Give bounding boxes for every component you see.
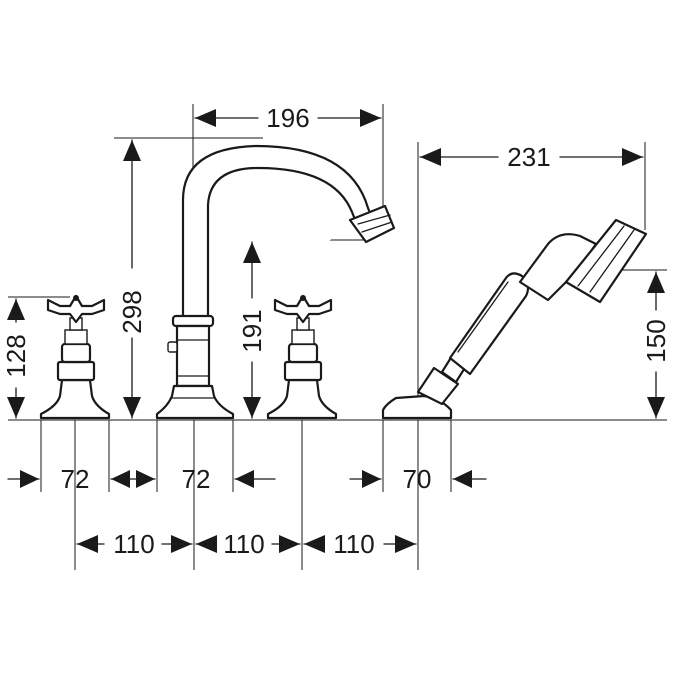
dim-spout-base-width: 72 [132,464,276,494]
dim-handshower-height: 150 [641,271,671,419]
dim-label-110-2: 110 [223,529,264,559]
right-handle-valve [266,294,338,420]
extension-lines [8,104,667,570]
dim-label-196: 196 [266,103,309,133]
dim-spout-reach: 196 [194,103,382,133]
dim-spout-height: 298 [117,139,147,419]
dim-label-231: 231 [507,142,550,172]
dim-label-70: 70 [403,464,432,494]
dim-label-128: 128 [1,334,31,377]
dim-handshower-base-width: 70 [349,464,487,494]
dim-handle-base-width: 72 [7,464,134,494]
dim-label-150: 150 [641,319,671,362]
dim-handle-height: 128 [1,298,31,419]
dim-label-72-middle: 72 [182,464,211,494]
spout [155,144,396,420]
dim-label-298: 298 [117,290,147,333]
dim-label-110-1: 110 [113,529,154,559]
dim-label-72-left: 72 [61,464,90,494]
dim-spacing-row: 110 110 110 [76,529,417,559]
left-handle-valve [39,294,111,420]
hand-shower [381,218,648,420]
dim-outlet-height: 191 [237,241,267,419]
dim-label-191: 191 [237,309,267,352]
dim-handshower-length: 231 [419,142,644,172]
dim-label-110-3: 110 [333,529,374,559]
